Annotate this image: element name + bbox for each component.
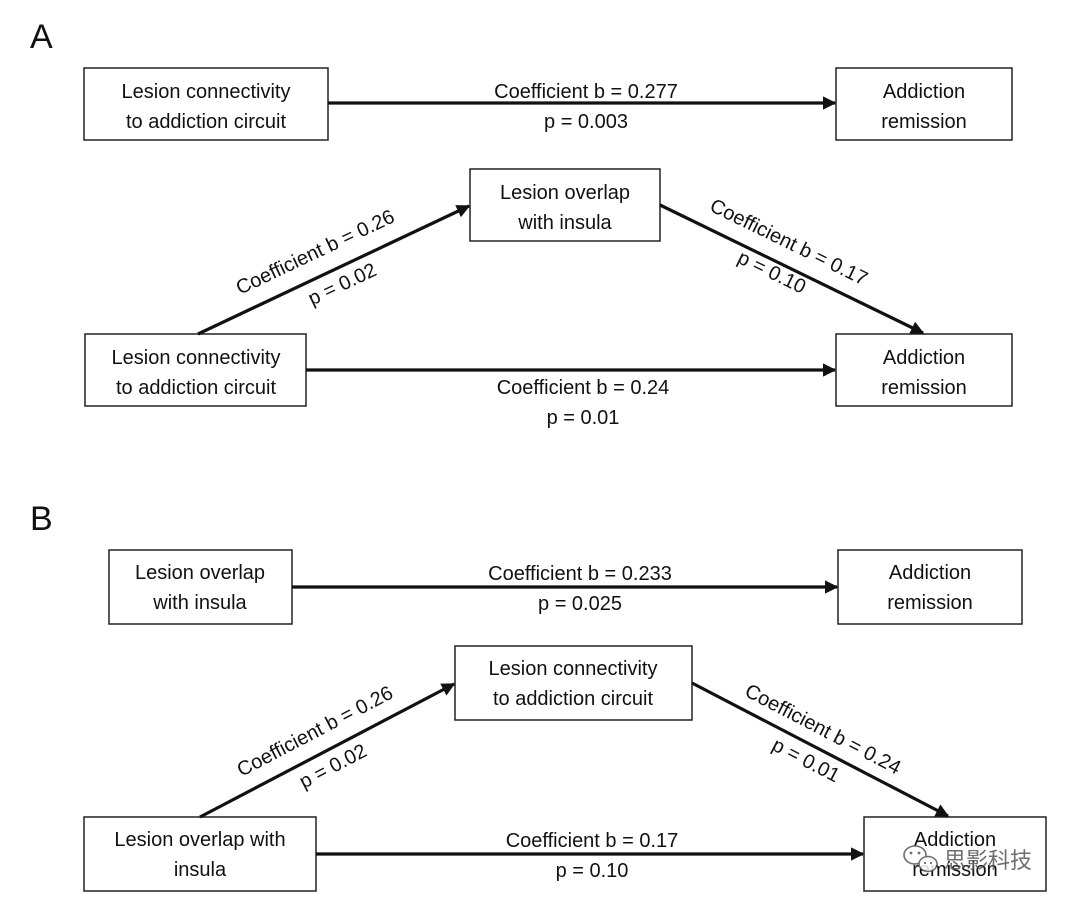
panel-b-direct-target-box: Addiction remission xyxy=(837,549,1023,625)
box-line: Lesion overlap xyxy=(135,562,265,584)
watermark-text: 思影科技 xyxy=(944,849,1032,874)
box-line: Lesion overlap with xyxy=(114,829,285,851)
box-line: remission xyxy=(887,592,973,614)
panel-a-mediation-target-box: Addiction remission xyxy=(835,333,1013,407)
panel-b-direct-coef: Coefficient b = 0.233 xyxy=(488,563,672,585)
panel-a-mediation-source-box: Lesion connectivity to addiction circuit xyxy=(84,333,307,407)
panel-b-mediation-target-box: Addiction remission xyxy=(863,816,1047,892)
panel-b-path-c-coef: Coefficient b = 0.17 xyxy=(506,830,679,852)
box-line: remission xyxy=(881,111,967,133)
box-line: to addiction circuit xyxy=(116,377,277,399)
panel-a-direct-source-box: Lesion connectivity to addiction circuit xyxy=(83,67,329,141)
panel-b-mediator-box: Lesion connectivity to addiction circuit xyxy=(454,645,693,721)
box-line: Addiction xyxy=(889,562,971,584)
box-line: Addiction xyxy=(883,347,965,369)
panel-b-path-a-arrow xyxy=(199,682,456,819)
box-line: Lesion connectivity xyxy=(122,81,291,103)
box-line: with insula xyxy=(152,592,247,614)
panel-b-label: B xyxy=(30,500,53,538)
watermark: 思影科技 xyxy=(903,845,1032,874)
wechat-icon xyxy=(903,845,938,873)
panel-a-mediator-box: Lesion overlap with insula xyxy=(469,168,661,242)
box-line: to addiction circuit xyxy=(493,688,654,710)
panel-a-direct-p: p = 0.003 xyxy=(544,111,628,133)
box-line: with insula xyxy=(517,212,612,234)
box-line: insula xyxy=(174,859,227,881)
panel-b-path-c-p: p = 0.10 xyxy=(556,860,629,882)
panel-a-path-c-p: p = 0.01 xyxy=(547,407,620,429)
panel-a-direct-coef: Coefficient b = 0.277 xyxy=(494,81,678,103)
panel-b-direct-source-box: Lesion overlap with insula xyxy=(108,549,293,625)
panel-a-path-c-coef: Coefficient b = 0.24 xyxy=(497,377,670,399)
panel-a-path-b-arrow xyxy=(659,203,925,335)
panel-b-path-b-arrow xyxy=(691,681,950,818)
box-line: to addiction circuit xyxy=(126,111,287,133)
box-line: Lesion connectivity xyxy=(489,658,658,680)
panel-a-path-a-arrow xyxy=(197,204,471,336)
box-line: remission xyxy=(881,377,967,399)
panel-a-direct-target-box: Addiction remission xyxy=(835,67,1013,141)
panel-b-mediation-source-box: Lesion overlap with insula xyxy=(83,816,317,892)
box-line: Addiction xyxy=(914,829,996,851)
panel-a-label: A xyxy=(30,18,53,56)
box-line: Addiction xyxy=(883,81,965,103)
box-line: Lesion connectivity xyxy=(112,347,281,369)
panel-b-direct-p: p = 0.025 xyxy=(538,593,622,615)
box-line: Lesion overlap xyxy=(500,182,630,204)
